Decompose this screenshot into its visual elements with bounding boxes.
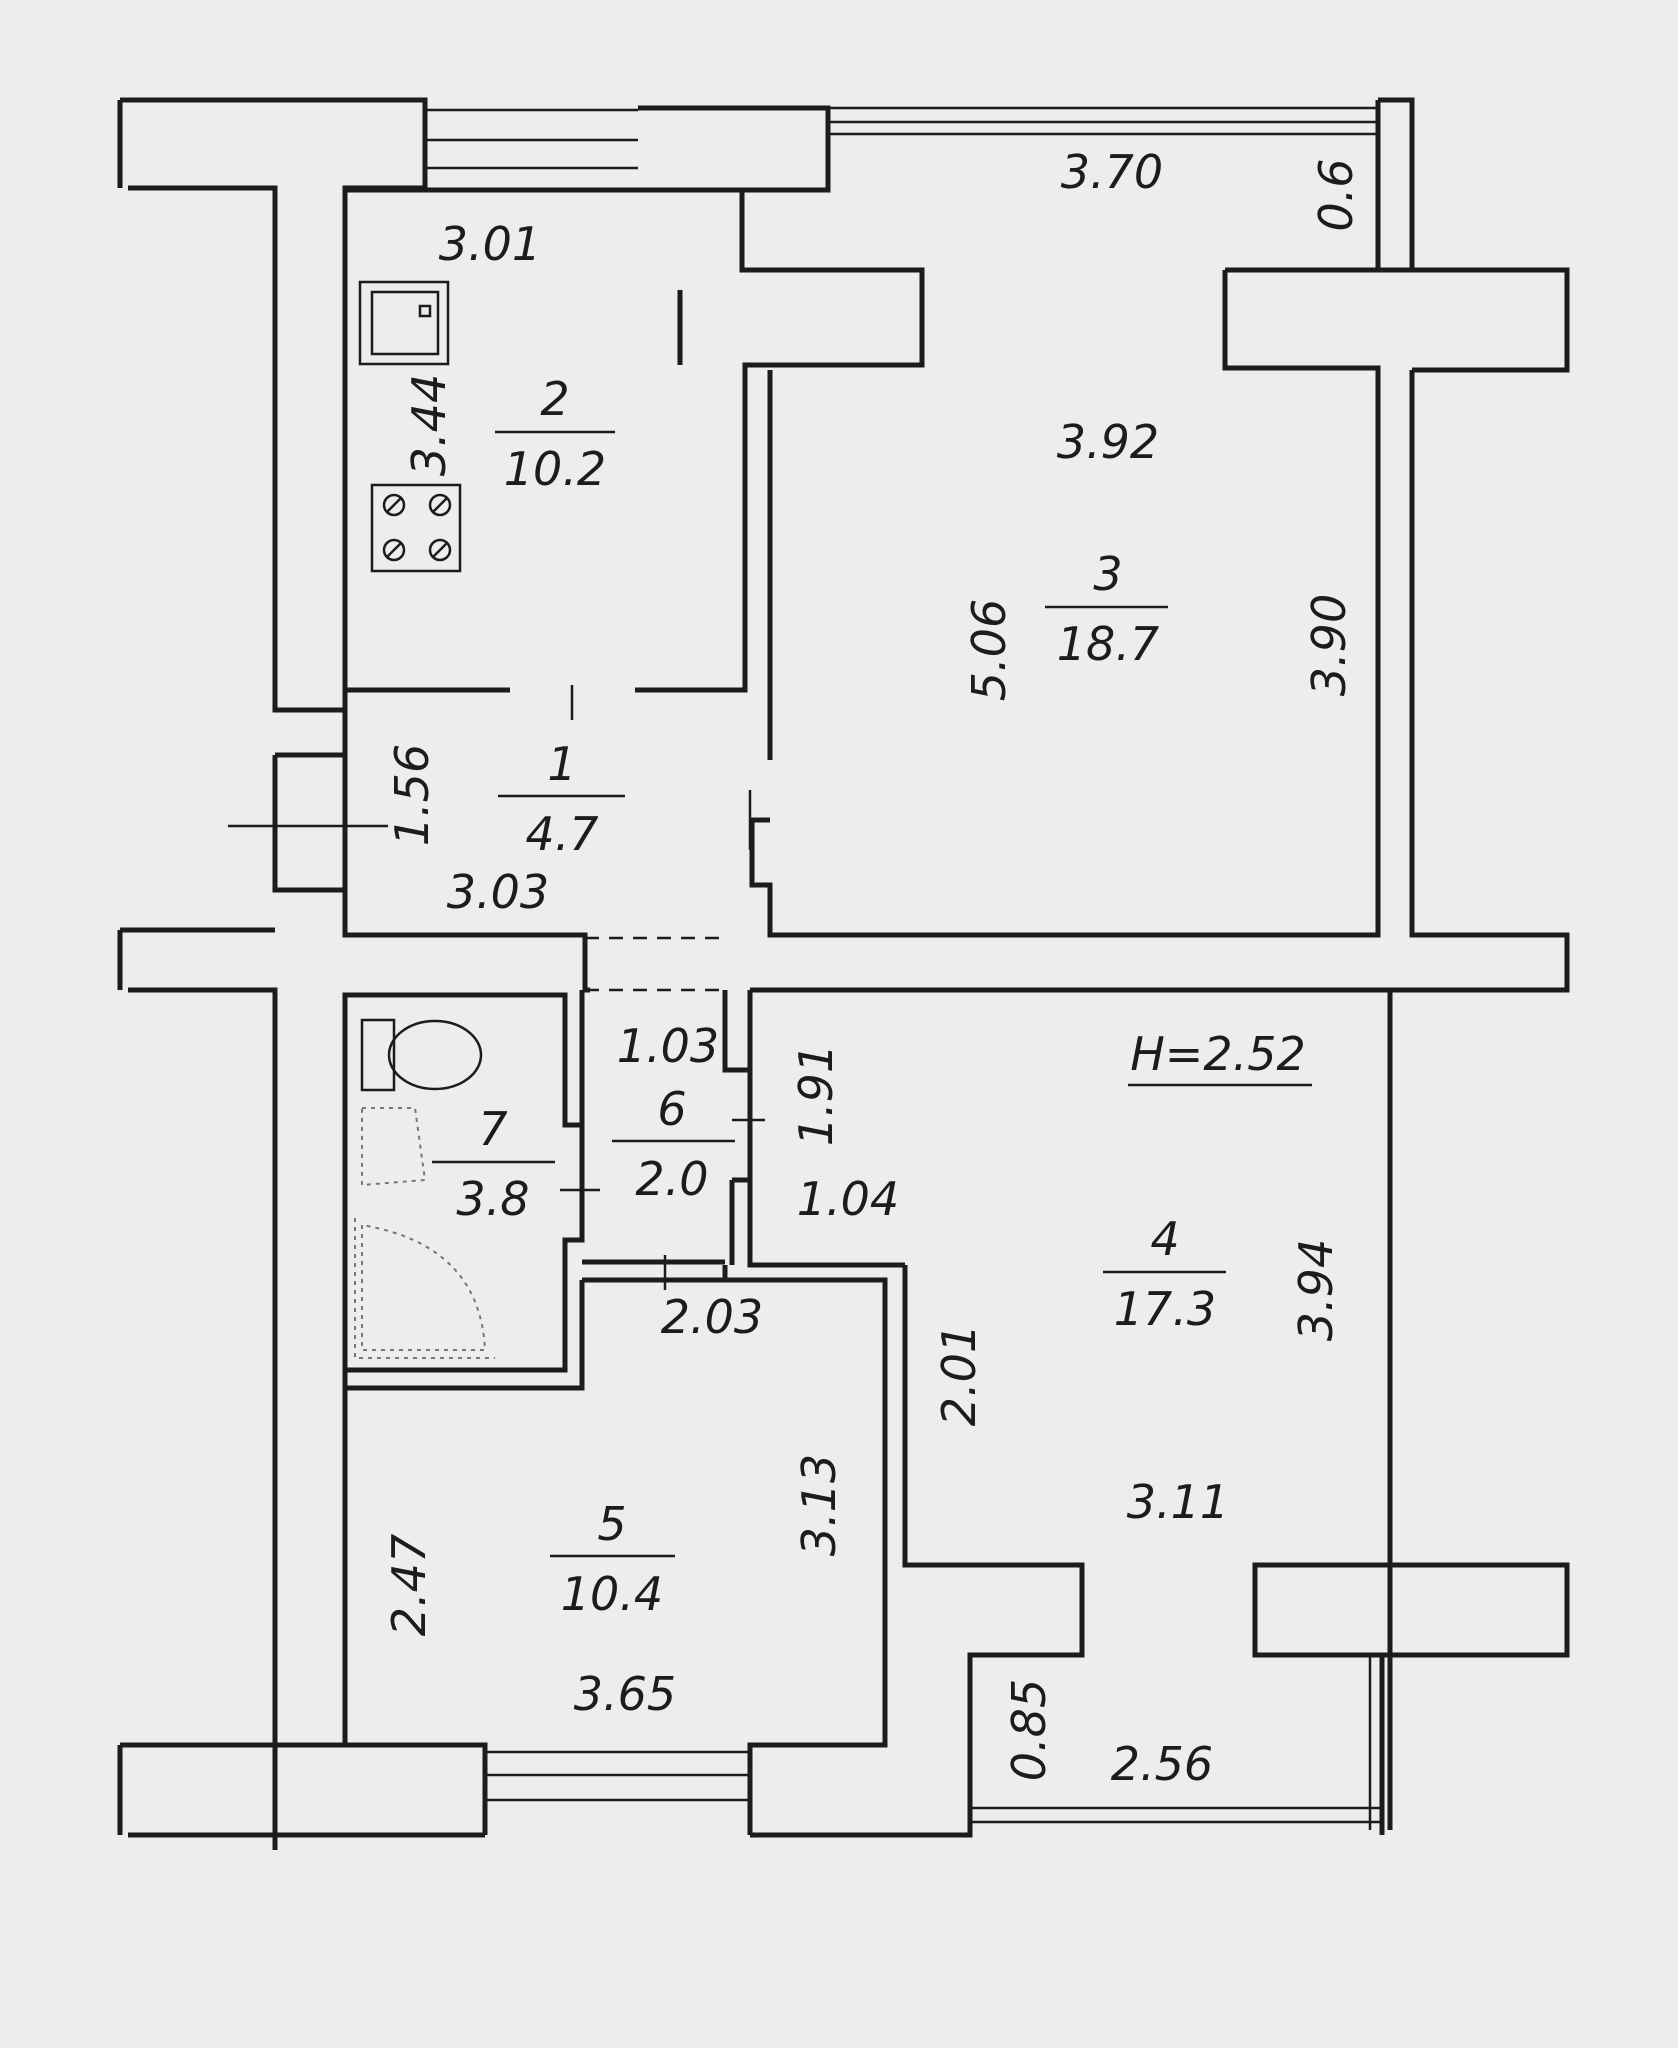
room-7-area: 3.8 [456,1172,529,1226]
ceiling-height-label: H=2.52 [1130,1027,1306,1081]
dim-room6-depth: 1.04 [797,1172,899,1226]
dim-room3-right: 3.90 [1302,594,1356,696]
dim-room6-width: 1.03 [617,1019,719,1073]
dim-room2-width: 3.01 [439,217,541,271]
room-label-3: 3 18.7 [1045,547,1168,671]
room-label-2: 2 10.2 [495,372,615,496]
dim-room6-length: 1.91 [789,1044,843,1146]
exterior-wall-left [117,100,488,1838]
room-7-walls [342,990,585,1391]
dim-room3-length: 5.06 [962,599,1016,701]
room-4-walls [750,987,1570,1838]
dim-room1-length: 1.56 [385,744,439,846]
door-marks [228,685,765,1290]
dim-room3-balcony-width: 3.70 [1061,145,1163,199]
ceiling-height: H=2.52 [1128,1027,1312,1087]
room-2-number: 2 [540,372,569,426]
dim-room1-width: 3.03 [447,865,549,919]
room-6-area: 2.0 [635,1152,708,1206]
room-7-number: 7 [478,1102,507,1156]
dim-room2-length: 3.44 [402,374,456,476]
room-3-walls [749,267,1570,993]
dim-room4-bottom: 2.56 [1111,1737,1213,1791]
shower-icon [354,1218,495,1359]
dim-room4-right: 3.94 [1289,1239,1343,1341]
balcony-rail-bottom [970,1806,1382,1824]
toilet-icon [360,1018,483,1092]
sink-icon [358,280,450,366]
room-4-number: 4 [1150,1212,1179,1266]
room-3-number: 3 [1093,547,1122,601]
room-1-number: 1 [547,737,576,791]
dim-room3-width: 3.92 [1057,415,1159,469]
room-1-area: 4.7 [525,807,598,861]
room-2-walls [345,187,768,693]
room-5-number: 5 [597,1497,626,1551]
dim-room4-left: 2.01 [932,1324,986,1426]
room-label-6: 6 2.0 [612,1082,735,1206]
stove-icon [370,483,462,573]
dashed-opening [585,936,725,992]
dim-room5-width: 3.65 [574,1667,676,1721]
dimensions: 3.01 3.44 3.70 0.6 3.92 5.06 3.90 1.56 3… [382,145,1363,1791]
dim-room3-balcony-depth: 0.6 [1309,158,1363,231]
window-kitchen [425,108,638,170]
room-label-7: 7 3.8 [432,1102,555,1226]
room-label-4: 4 17.3 [1103,1212,1226,1336]
room-label-5: 5 10.4 [550,1497,675,1621]
dim-room5-left: 2.47 [382,1534,436,1636]
room-3-area: 18.7 [1057,617,1159,671]
room-label-1: 1 4.7 [498,737,625,861]
exterior-wall-right [1368,1655,1385,1830]
dim-room5-top: 2.03 [661,1290,763,1344]
dim-room4-width: 3.11 [1127,1475,1229,1529]
dim-room4-niche: 0.85 [1002,1679,1056,1781]
room-2-area: 10.2 [504,442,606,496]
room-6-number: 6 [657,1082,686,1136]
dim-room5-right: 3.13 [792,1454,846,1556]
room-4-area: 17.3 [1114,1282,1216,1336]
balcony-rail-top [828,100,1381,272]
room-5-area: 10.4 [561,1567,663,1621]
window-room-5 [485,1750,750,1802]
washbasin-icon [361,1107,427,1187]
